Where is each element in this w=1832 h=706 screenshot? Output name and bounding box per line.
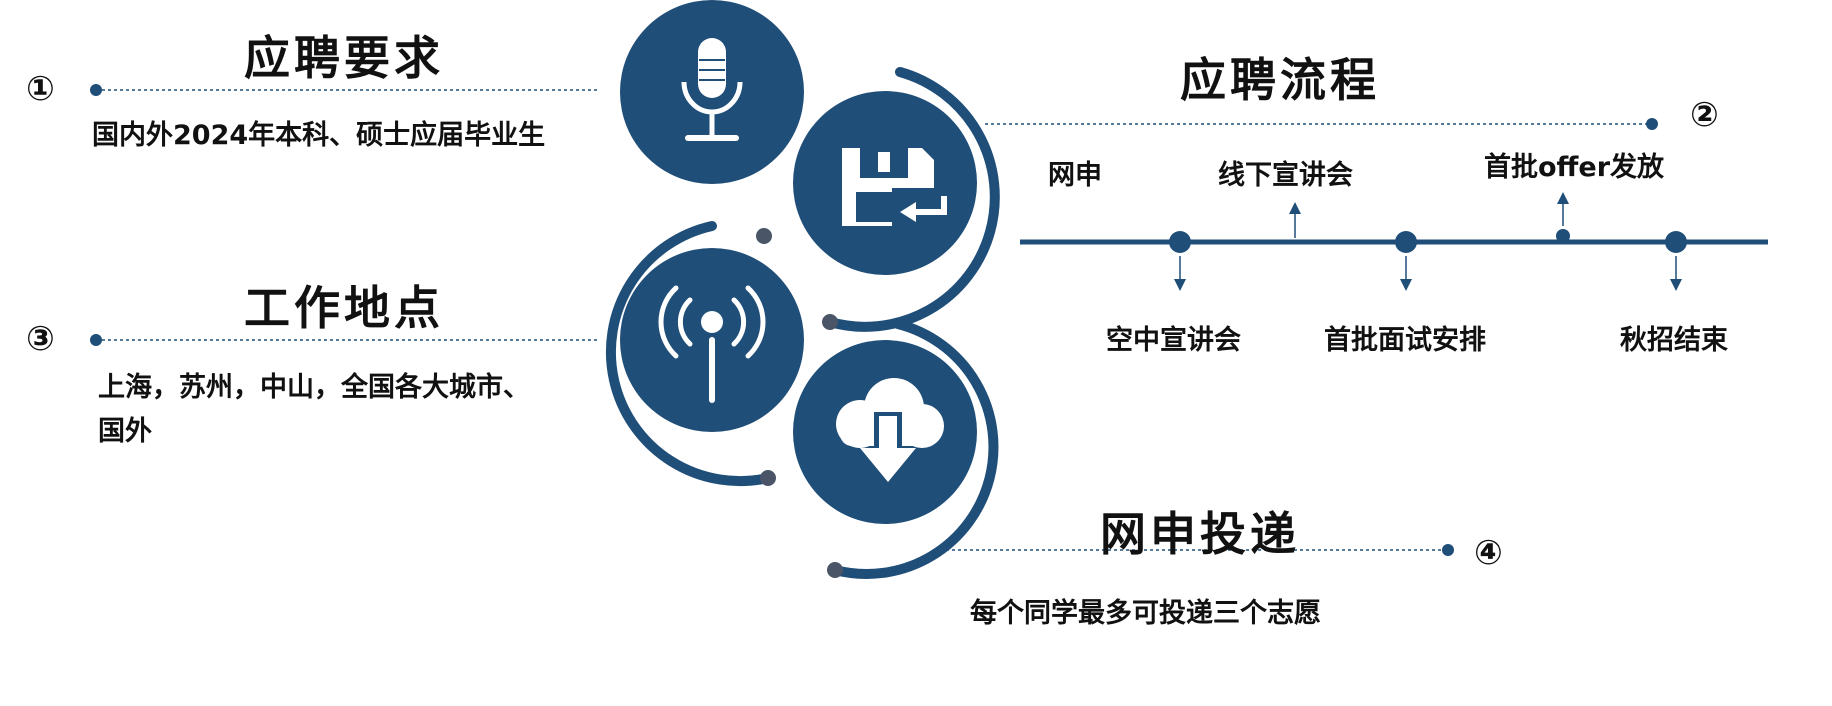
- arc-save: [825, 67, 1000, 332]
- timeline-node-1: [1169, 231, 1191, 253]
- location-title: 工作地点: [244, 281, 444, 335]
- microphone-icon: [620, 0, 804, 184]
- application-text: 每个同学最多可投递三个志愿: [970, 598, 1321, 629]
- requirements-number: ①: [26, 69, 55, 109]
- process-title: 应聘流程: [1180, 53, 1380, 107]
- save-document-icon: [793, 91, 977, 275]
- process-number: ②: [1690, 95, 1719, 135]
- timeline-node-3: [1665, 231, 1687, 253]
- location-line-1: 上海，苏州，中山，全国各大城市、: [98, 372, 530, 403]
- signal-antenna-icon: [620, 248, 804, 432]
- timeline-label-offline-talk: 线下宣讲会: [1218, 160, 1353, 191]
- arc-cloud-end-dot: [827, 562, 843, 578]
- timeline-label-first-offer: 首批offer发放: [1484, 152, 1665, 183]
- location-line-2: 国外: [98, 416, 152, 447]
- timeline-node-2: [1395, 231, 1417, 253]
- location-number: ③: [26, 319, 55, 359]
- cloud-download-icon: [793, 340, 977, 524]
- arc-signal-end-dot: [760, 470, 776, 486]
- application-title: 网申投递: [1100, 507, 1300, 561]
- timeline-label-online-apply: 网申: [1048, 160, 1102, 191]
- timeline-label-first-interview: 首批面试安排: [1324, 325, 1486, 356]
- arc-signal: [606, 221, 773, 487]
- timeline-label-online-talk: 空中宣讲会: [1106, 325, 1241, 356]
- process-bullet-dot: [1646, 118, 1658, 130]
- timeline-node-small: [1556, 229, 1570, 243]
- application-number: ④: [1474, 533, 1503, 573]
- arc-save-end-dot: [822, 314, 838, 330]
- arc-cloud: [830, 319, 999, 579]
- arc-signal-start-dot: [756, 228, 772, 244]
- application-bullet-dot: [1442, 544, 1454, 556]
- timeline-label-autumn-end: 秋招结束: [1620, 325, 1728, 356]
- requirements-text: 国内外2024年本科、硕士应届毕业生: [92, 120, 546, 151]
- requirements-title: 应聘要求: [244, 31, 444, 85]
